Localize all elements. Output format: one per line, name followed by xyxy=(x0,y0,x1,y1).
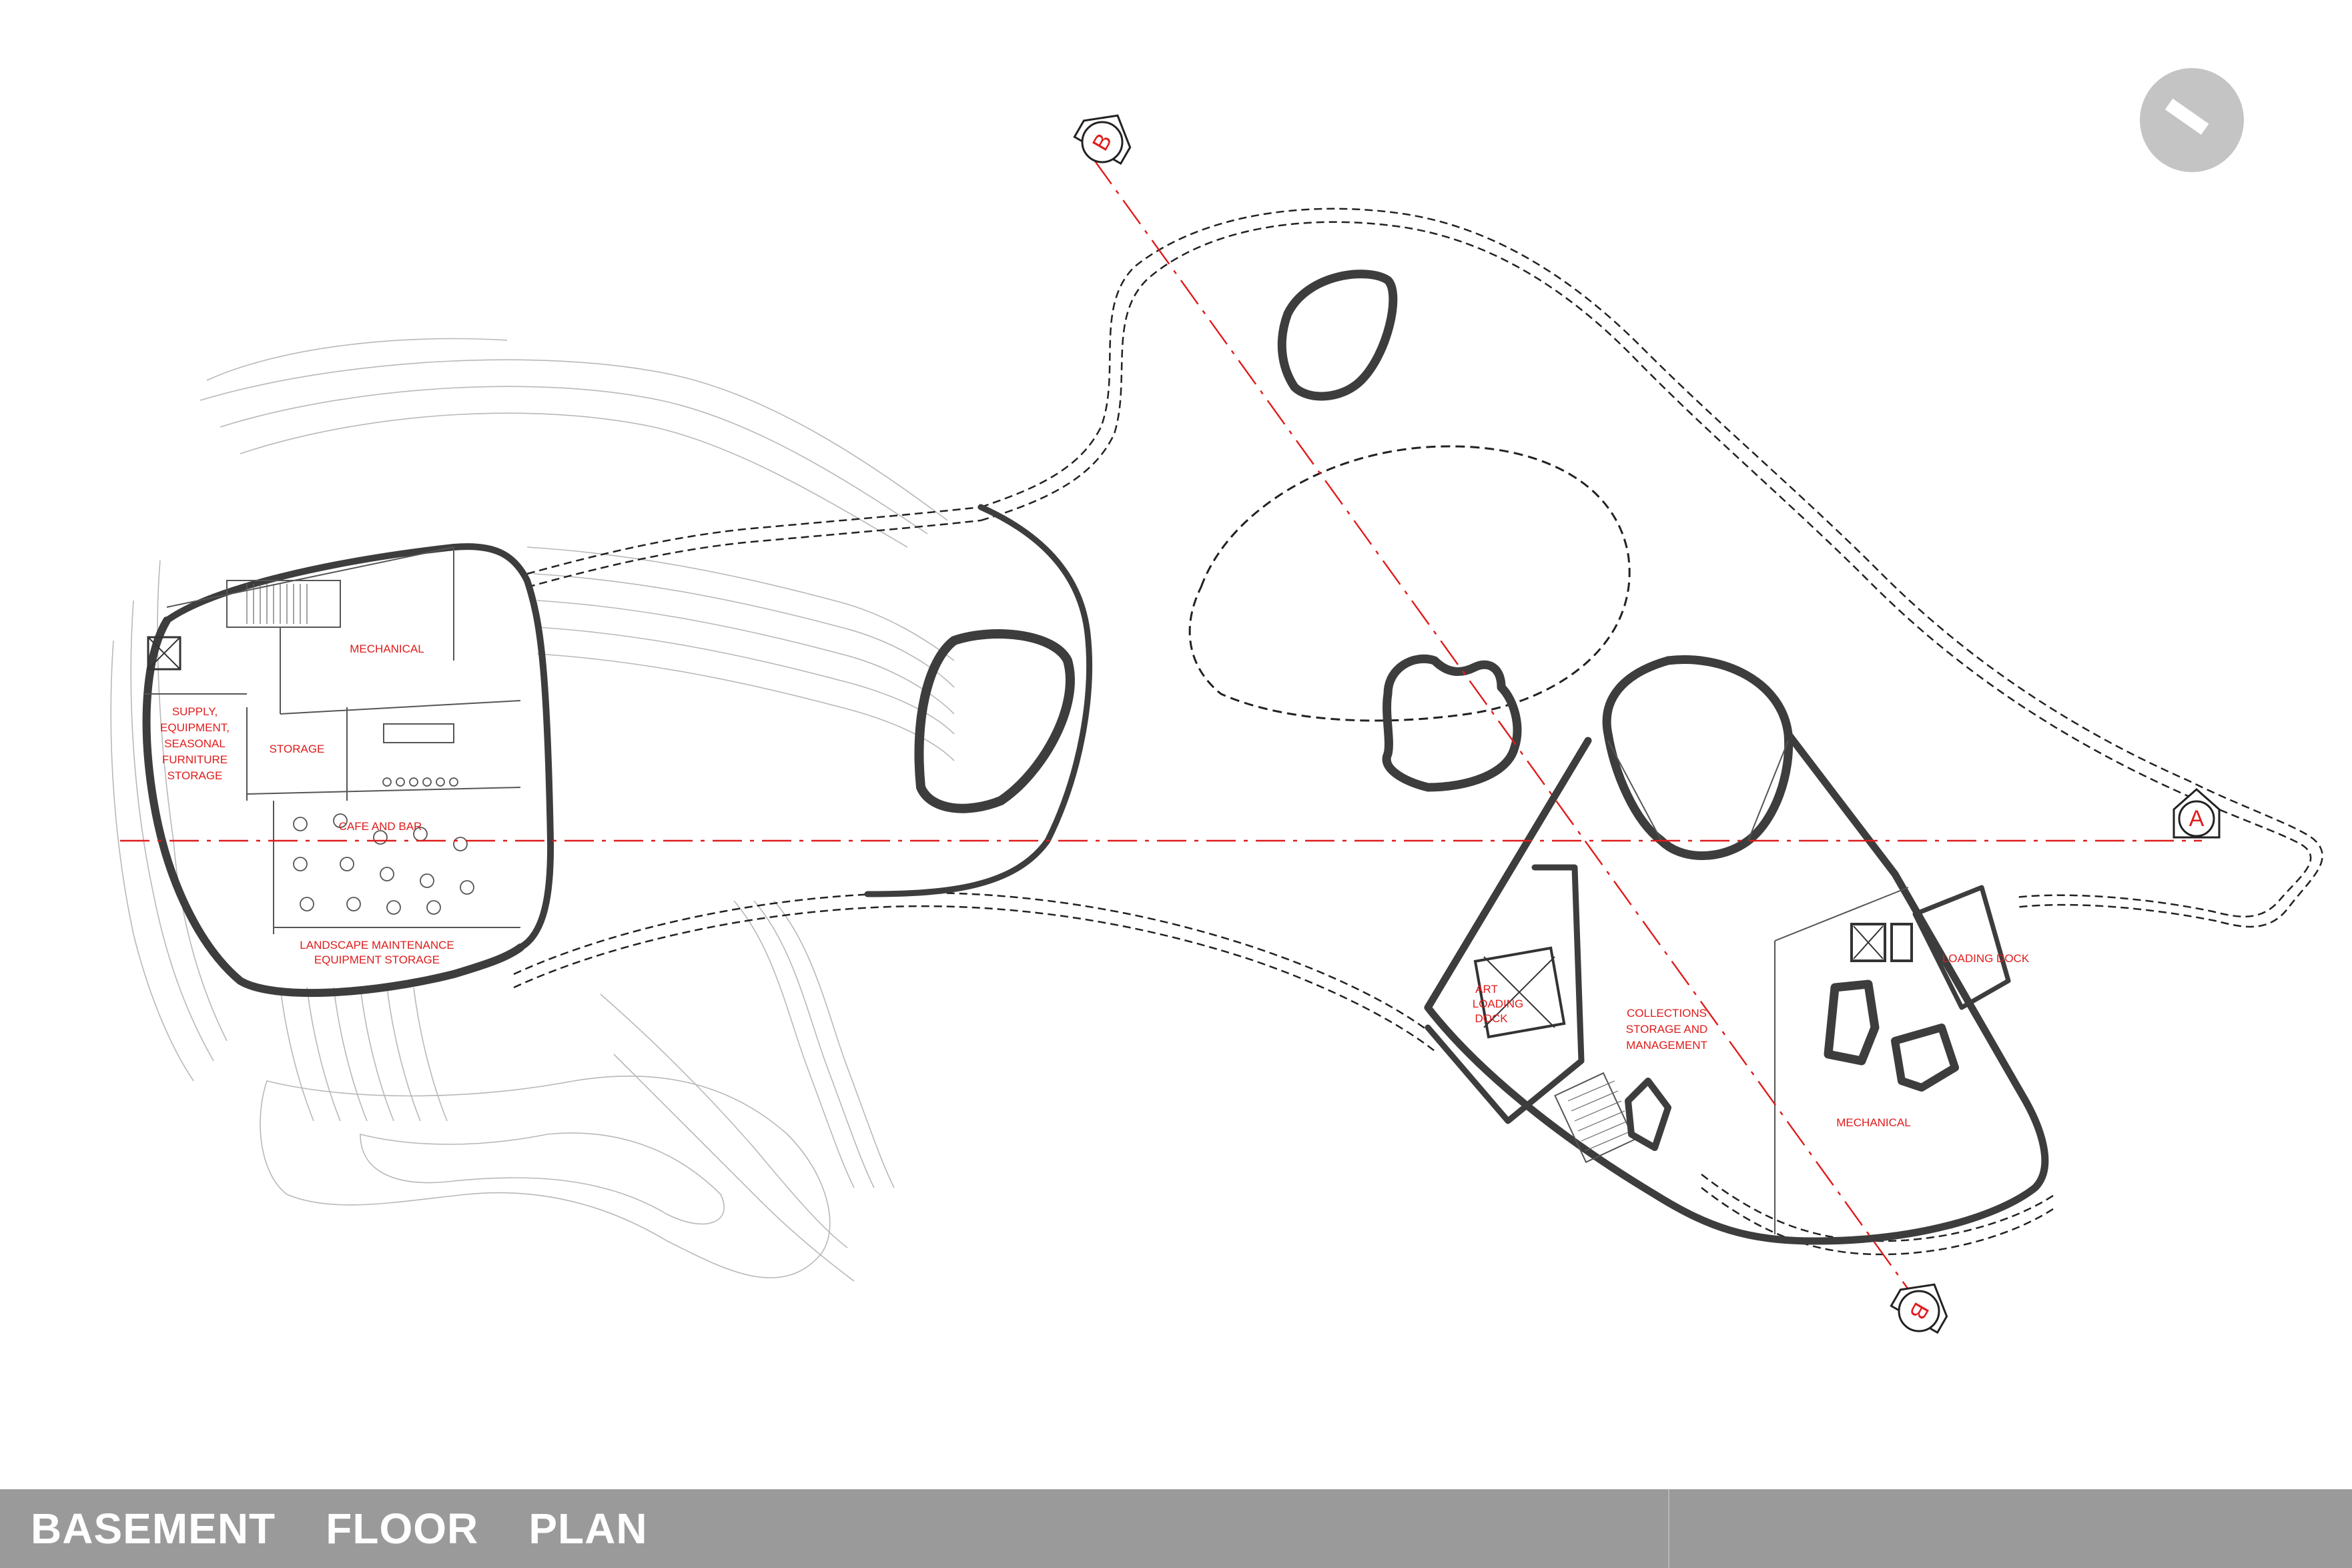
room-label-art-dock-1: ART xyxy=(1475,983,1498,996)
room-label-loading-dock: LOADING DOCK xyxy=(1942,952,2030,965)
room-label-supply-storage-1: SUPPLY, xyxy=(172,705,218,718)
page-title: BASEMENT FLOOR PLAN xyxy=(31,1505,648,1553)
room-labels: MECHANICAL SUPPLY, EQUIPMENT, SEASONAL F… xyxy=(160,643,2030,1129)
building-outline-dashed xyxy=(513,208,2323,1256)
title-bar: BASEMENT FLOOR PLAN xyxy=(0,1489,2352,1568)
courtyard-islands xyxy=(914,270,1522,813)
room-label-collections-3: MANAGEMENT xyxy=(1626,1039,1707,1052)
room-label-collections-2: STORAGE AND xyxy=(1626,1023,1708,1036)
room-label-art-dock-3: DOCK xyxy=(1475,1012,1508,1025)
title-bar-divider xyxy=(1668,1489,1669,1568)
room-label-supply-storage-4: FURNITURE xyxy=(162,753,228,766)
north-arrow-icon xyxy=(2140,68,2244,172)
room-label-supply-storage-5: STORAGE xyxy=(167,769,223,782)
room-label-mechanical-east: MECHANICAL xyxy=(1836,1116,1910,1129)
section-marker-b-top: B xyxy=(1073,114,1132,165)
basement-floor-plan-drawing: MECHANICAL SUPPLY, EQUIPMENT, SEASONAL F… xyxy=(110,68,2323,1334)
east-wing-walls xyxy=(1424,655,2049,1245)
room-label-landscape-1: LANDSCAPE MAINTENANCE xyxy=(300,939,454,951)
room-label-cafe-bar: CAFE AND BAR xyxy=(339,820,422,833)
room-label-storage: STORAGE xyxy=(270,743,325,755)
west-wing-walls xyxy=(142,504,1092,998)
section-marker-a-right: A xyxy=(2173,787,2221,839)
room-label-mechanical-west: MECHANICAL xyxy=(350,643,424,655)
site-contours xyxy=(110,338,955,1282)
room-label-collections-1: COLLECTIONS xyxy=(1627,1007,1707,1020)
room-label-supply-storage-2: EQUIPMENT, xyxy=(160,721,230,734)
room-label-supply-storage-3: SEASONAL xyxy=(164,737,226,750)
room-label-landscape-2: EQUIPMENT STORAGE xyxy=(314,953,440,966)
section-letter-a: A xyxy=(2189,806,2205,831)
section-marker-b-bottom: B xyxy=(1890,1283,1948,1334)
room-label-art-dock-2: LOADING xyxy=(1473,998,1524,1010)
section-axes xyxy=(120,159,2202,1308)
